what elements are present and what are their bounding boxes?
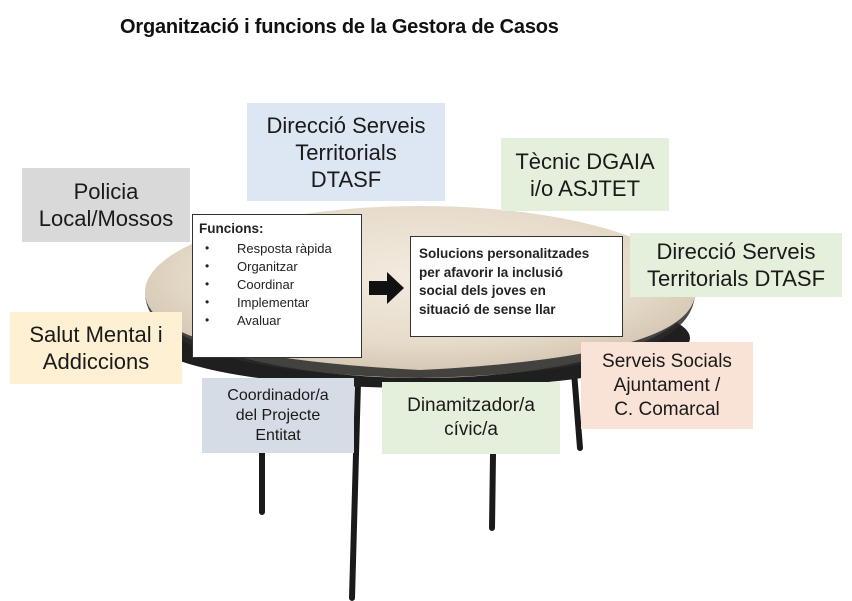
box-line: Territorials — [295, 139, 397, 165]
funcions-heading: Funcions: — [199, 221, 264, 236]
bullet-icon: • — [205, 277, 210, 291]
box-line: Serveis Socials — [602, 350, 732, 372]
list-item-label: Organitzar — [237, 258, 298, 274]
box-line: DTASF — [310, 166, 382, 192]
list-item: • Organitzar — [199, 257, 355, 275]
box-serveis-socials: Serveis Socials Ajuntament / C. Comarcal — [581, 342, 753, 429]
box-policia: Policia Local/Mossos — [22, 168, 190, 242]
box-line: Coordinador/a — [227, 386, 329, 404]
list-item-label: Avaluar — [237, 312, 281, 328]
list-item-label: Implementar — [237, 294, 310, 310]
box-line: Direcció Serveis — [266, 112, 426, 138]
page-title: Organització i funcions de la Gestora de… — [120, 16, 559, 38]
bullet-icon: • — [205, 295, 210, 309]
list-item: • Resposta ràpida — [199, 239, 355, 257]
box-direccio-serveis-right: Direcció Serveis Territorials DTASF — [630, 233, 842, 297]
box-line: Addiccions — [42, 349, 150, 374]
list-item-label: Coordinar — [237, 276, 295, 292]
bullet-icon: • — [205, 259, 210, 273]
box-salut-mental: Salut Mental i Addiccions — [10, 312, 182, 384]
box-line: Entitat — [255, 426, 301, 444]
box-line: Salut Mental i — [29, 322, 163, 347]
list-item: • Implementar — [199, 293, 355, 311]
box-tecnic-dgaia: Tècnic DGAIA i/o ASJTET — [501, 138, 669, 211]
bullet-icon: • — [205, 241, 210, 255]
box-line: Territorials DTASF — [646, 266, 826, 291]
box-line: del Projecte — [235, 406, 321, 424]
funcions-list: •Resposta ràpida •Organitzar •Coordinar … — [199, 239, 355, 329]
box-line: Tècnic DGAIA — [515, 148, 655, 174]
box-line: Ajuntament / — [613, 374, 721, 396]
box-coordinador: Coordinador/a del Projecte Entitat — [202, 378, 354, 453]
arrow-right-icon — [369, 272, 404, 304]
solucions-line: situació de sense llar — [419, 301, 556, 317]
solucions-box: Solucions personalitzades per afavorir l… — [410, 236, 623, 337]
funcions-box: Funcions: • Resposta ràpida • Organitzar •… — [192, 214, 362, 358]
box-dinamitzador: Dinamitzador/a cívic/a — [382, 382, 560, 454]
box-line: Policia — [73, 179, 139, 204]
list-item: • Coordinar — [199, 275, 355, 293]
box-line: C. Comarcal — [614, 398, 720, 420]
solucions-line: social dels joves en — [419, 283, 546, 298]
list-item: • Avaluar — [199, 311, 355, 329]
bullet-icon: • — [205, 313, 210, 327]
solucions-line: per afavorir la inclusió — [419, 264, 564, 280]
box-line: Direcció Serveis — [656, 239, 816, 264]
box-direccio-serveis-top: Direcció Serveis Territorials DTASF — [247, 103, 445, 201]
solucions-line: Solucions personalitzades — [419, 246, 590, 261]
list-item-label: Resposta ràpida — [237, 240, 332, 256]
box-line: Local/Mossos — [38, 206, 174, 231]
box-line: cívic/a — [444, 419, 498, 440]
box-line: Dinamitzador/a — [407, 395, 535, 416]
box-line: i/o ASJTET — [529, 175, 641, 201]
